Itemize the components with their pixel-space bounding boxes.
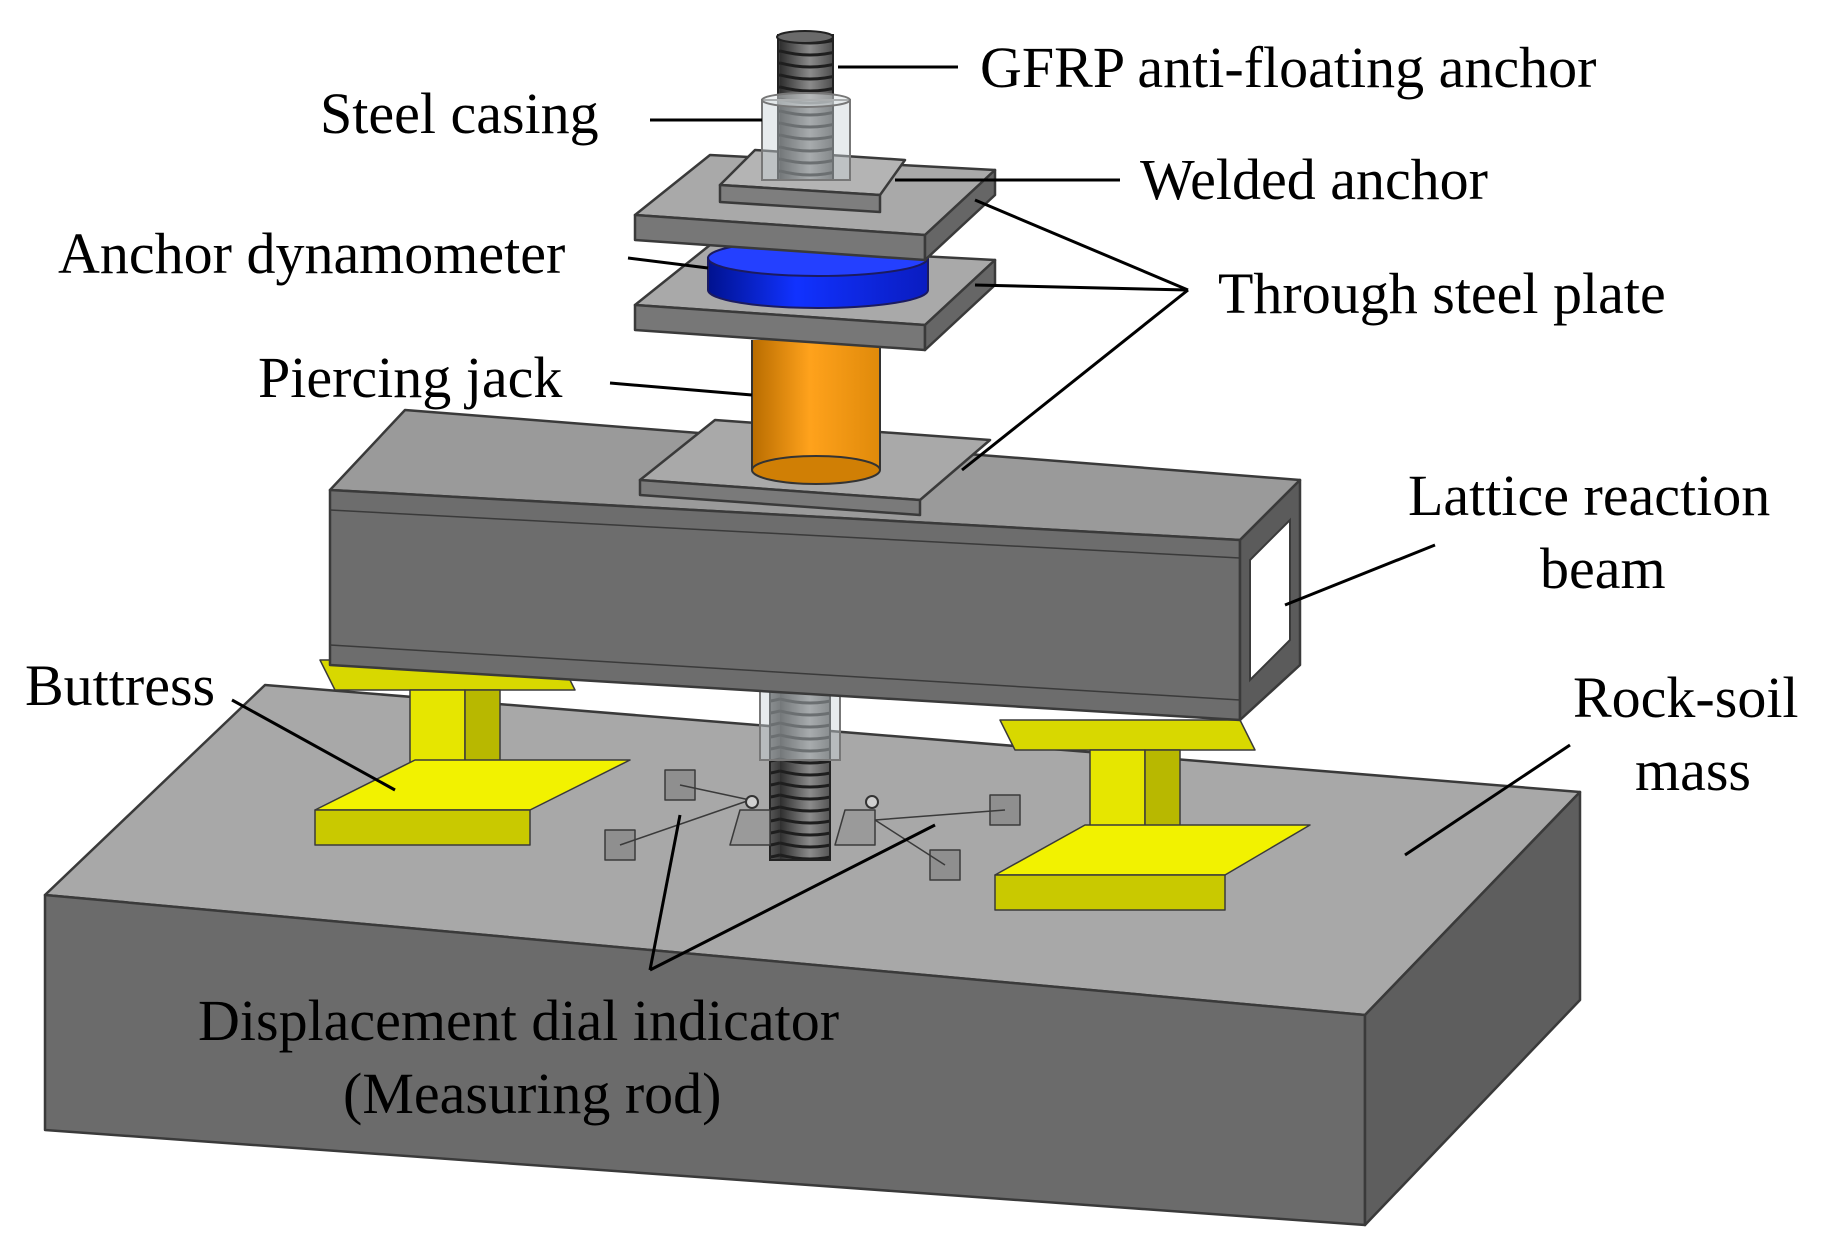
label-lattice-reaction-beam-line2: beam <box>1540 536 1666 601</box>
steel-casing <box>761 92 851 181</box>
label-lattice-reaction-beam-line1: Lattice reaction <box>1408 463 1770 528</box>
buttress-right <box>994 719 1311 911</box>
dial-indicator-set <box>604 769 1021 881</box>
buttress-left <box>314 659 631 846</box>
anchor-rod-lower <box>759 689 841 861</box>
label-gfrp-anchor: GFRP anti-floating anchor <box>980 35 1596 100</box>
label-piercing-jack: Piercing jack <box>258 345 562 410</box>
label-rock-soil-mass-line2: mass <box>1635 738 1751 803</box>
label-anchor-dynamometer: Anchor dynamometer <box>58 221 565 286</box>
label-dial-indicator-line2: (Measuring rod) <box>343 1061 722 1126</box>
piercing-jack <box>751 340 881 485</box>
lattice-reaction-beam <box>328 408 1302 722</box>
label-steel-casing: Steel casing <box>320 81 599 146</box>
leader-lines <box>231 65 1571 972</box>
label-welded-anchor: Welded anchor <box>1140 147 1488 212</box>
label-through-steel-plate: Through steel plate <box>1218 261 1666 326</box>
label-rock-soil-mass-line1: Rock-soil <box>1573 665 1799 730</box>
label-dial-indicator-line1: Displacement dial indicator <box>198 988 839 1053</box>
label-buttress: Buttress <box>25 653 215 718</box>
